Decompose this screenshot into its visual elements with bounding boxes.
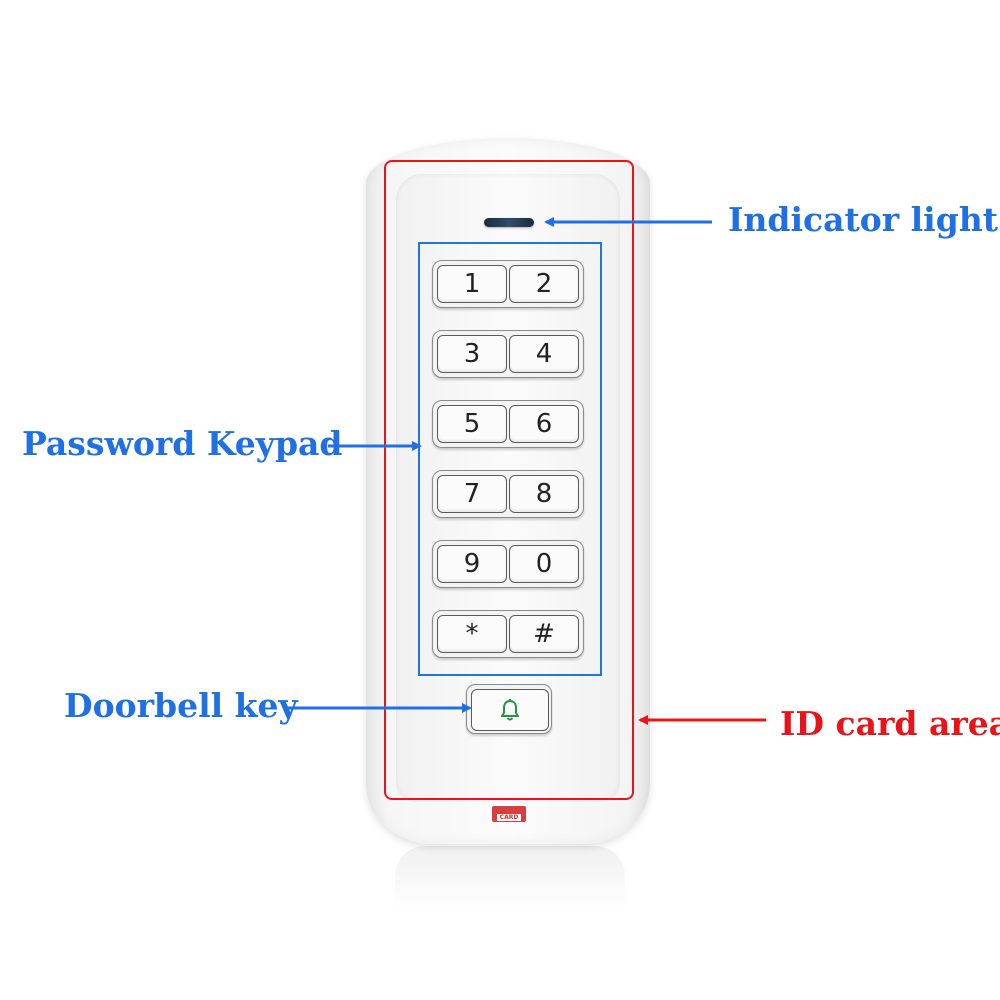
key-star[interactable]: * [437,615,507,653]
key-7[interactable]: 7 [437,475,507,513]
key-5[interactable]: 5 [437,405,507,443]
key-2[interactable]: 2 [509,265,579,303]
keypad-row-5: 9 0 [432,540,584,588]
key-3[interactable]: 3 [437,335,507,373]
password-keypad-label: Password Keypad [22,424,343,463]
key-hash[interactable]: # [509,615,579,653]
indicator-light [484,218,534,227]
keypad-row-6: * # [432,610,584,658]
bell-icon [501,699,519,721]
key-6[interactable]: 6 [509,405,579,443]
keypad-row-4: 7 8 [432,470,584,518]
key-8[interactable]: 8 [509,475,579,513]
indicator-light-label: Indicator light [728,200,999,239]
card-logo: CARD [492,806,526,822]
key-4[interactable]: 4 [509,335,579,373]
key-0[interactable]: 0 [509,545,579,583]
doorbell-key-label: Doorbell key [64,686,298,725]
keypad-row-3: 5 6 [432,400,584,448]
id-card-area-outline [384,160,634,800]
key-1[interactable]: 1 [437,265,507,303]
password-keypad-outline [418,242,602,676]
card-logo-text: CARD [496,814,522,821]
device-reflection [395,846,625,910]
id-card-area-label: ID card area [780,704,1000,743]
keypad-row-2: 3 4 [432,330,584,378]
doorbell-button[interactable] [466,684,552,734]
key-9[interactable]: 9 [437,545,507,583]
doorbell-button-face[interactable] [471,689,549,731]
keypad-row-1: 1 2 [432,260,584,308]
